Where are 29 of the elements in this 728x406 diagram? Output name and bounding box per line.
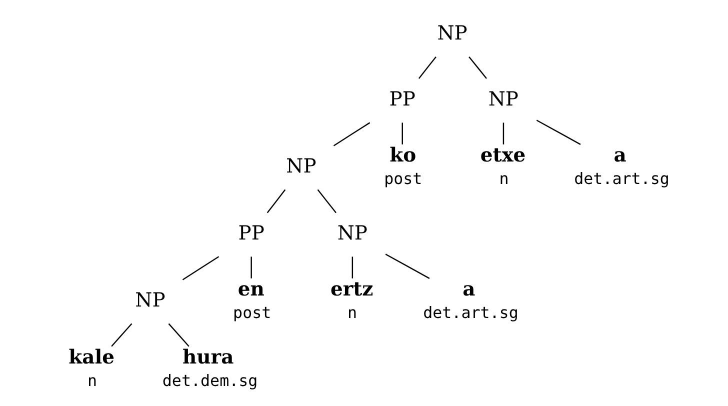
node-text: PP — [238, 221, 264, 244]
node-text: ertz n — [330, 277, 374, 322]
node-text: NP — [337, 221, 368, 244]
node-text: NP — [286, 154, 316, 178]
node-text: etxe n — [480, 143, 526, 188]
connector — [182, 256, 220, 280]
connector — [402, 122, 403, 144]
node-text: ko post — [384, 143, 422, 188]
connector — [418, 56, 436, 79]
connector — [317, 189, 336, 214]
node-text: NP — [488, 87, 519, 110]
connector — [352, 256, 354, 278]
connector — [250, 256, 252, 278]
node-text: kale n — [68, 346, 115, 390]
node-text: PP — [389, 87, 416, 110]
connector — [168, 323, 190, 347]
connector — [111, 323, 132, 347]
node-text: hura det.dem.sg — [162, 346, 258, 390]
connector — [266, 189, 286, 214]
node-text: NP — [437, 22, 468, 45]
node-text: NP — [135, 288, 166, 312]
connector — [333, 122, 370, 146]
connector — [536, 120, 581, 145]
connector — [502, 122, 504, 144]
node-text: a det.art.sg — [574, 143, 670, 188]
node-text: en post — [233, 277, 272, 322]
node-text: a det.art.sg — [423, 277, 518, 322]
connector — [468, 56, 487, 79]
connector — [385, 254, 430, 279]
